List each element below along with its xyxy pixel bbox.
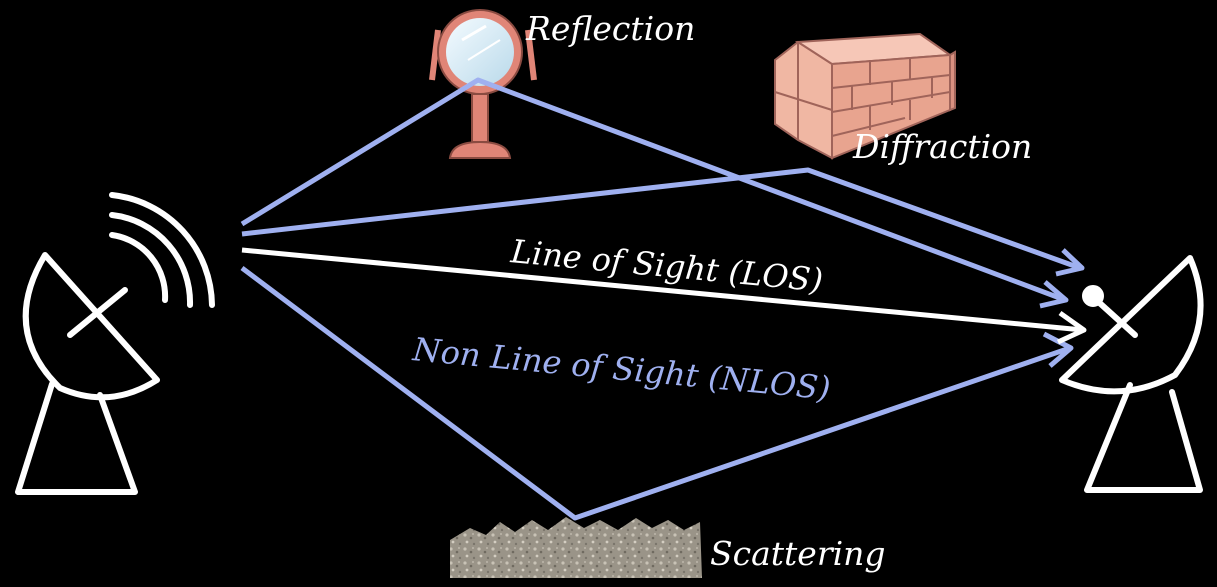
reflection-path [240,77,1066,303]
mirror-icon [429,9,537,159]
diffraction-path [241,167,1081,271]
arrowhead-los [1056,310,1087,345]
nlos-paths [240,77,1085,521]
nlos-label: Non Line of Sight (NLOS) [410,330,832,407]
brick-wall-icon [774,32,956,160]
los-path [241,247,1087,345]
rough-surface-icon [450,517,702,578]
scattering-label: Scattering [710,534,886,573]
arrowhead-reflection [1039,280,1069,309]
scattering-path [240,266,1071,521]
receiver-dish-icon [1059,255,1204,493]
diffraction-label: Diffraction [852,127,1032,166]
arrowhead-scattering [1042,331,1074,368]
transmitter-dish-icon [15,192,215,495]
arrowhead-diffraction [1055,248,1085,277]
reflection-label: Reflection [525,9,695,48]
